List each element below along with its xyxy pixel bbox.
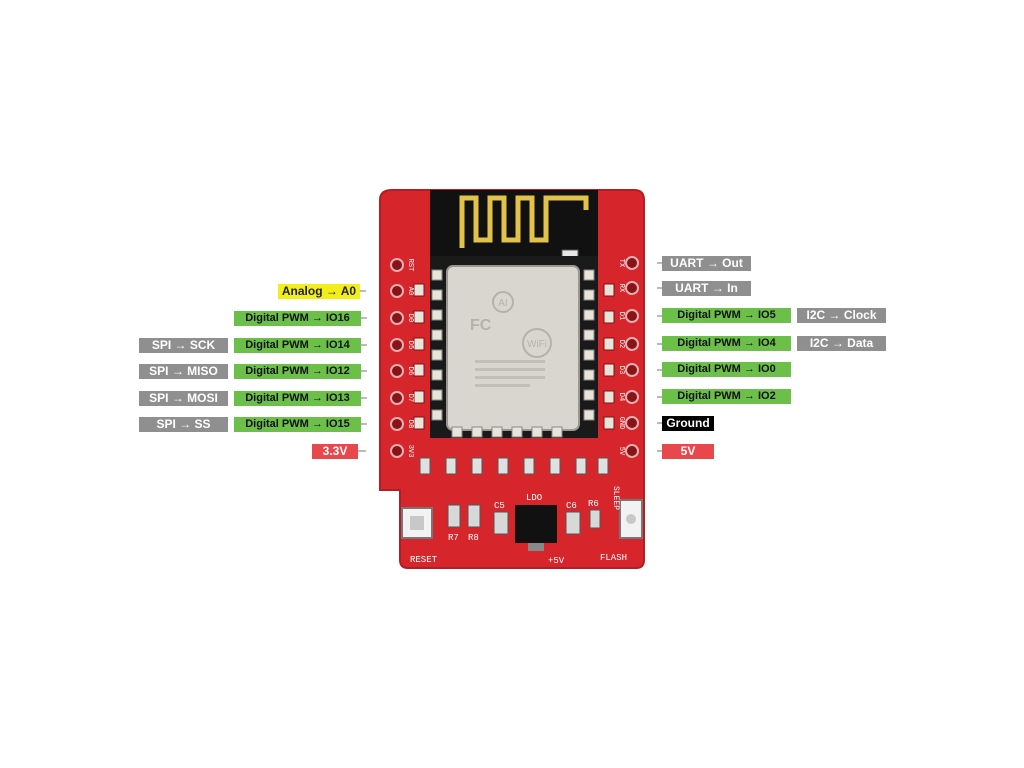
ldo-regulator bbox=[515, 505, 557, 543]
silk-left-pin: 3V3 bbox=[406, 445, 414, 458]
label-spi-ss: SPI → SS bbox=[139, 417, 228, 432]
silk-left-pin: RST bbox=[406, 259, 414, 272]
silk-c6: C6 bbox=[566, 501, 577, 511]
silk-left-pin: D0 bbox=[406, 314, 414, 322]
r8-resistor bbox=[468, 505, 480, 527]
silk-left-pin: D8 bbox=[406, 420, 414, 428]
svg-text:AI: AI bbox=[498, 298, 507, 309]
silk-left-pin: D7 bbox=[406, 394, 414, 402]
silk-reset: RESET bbox=[410, 555, 438, 565]
silk-right-pin: 5V bbox=[617, 447, 625, 456]
label-io4: Digital PWM → IO4 bbox=[662, 336, 791, 351]
silk-left-pin: D5 bbox=[406, 341, 414, 349]
label-spi-miso: SPI → MISO bbox=[139, 364, 228, 379]
label-io16: Digital PWM → IO16 bbox=[234, 311, 361, 326]
silk-plus5v: +5V bbox=[548, 556, 565, 566]
label-i2c-clock: I2C → Clock bbox=[797, 308, 886, 323]
esp-shield bbox=[447, 266, 579, 430]
label-io14: Digital PWM → IO14 bbox=[234, 338, 361, 353]
silk-right-pin: RX bbox=[617, 284, 625, 293]
label-io0: Digital PWM → IO0 bbox=[662, 362, 791, 377]
silk-right-pin: D3 bbox=[617, 366, 625, 374]
silk-right-pin: TX bbox=[617, 259, 625, 268]
silk-right-pin: D4 bbox=[617, 393, 625, 401]
label-uart-in: UART → In bbox=[662, 281, 751, 296]
label-io5: Digital PWM → IO5 bbox=[662, 308, 791, 323]
label-ground: Ground bbox=[662, 416, 714, 431]
label-i2c-data: I2C → Data bbox=[797, 336, 886, 351]
silk-sleep: SLEEP bbox=[611, 486, 620, 510]
label-5v: 5V bbox=[662, 444, 714, 459]
silk-flash: FLASH bbox=[600, 553, 627, 563]
silk-right-pin: D1 bbox=[617, 312, 625, 320]
label-io15: Digital PWM → IO15 bbox=[234, 417, 361, 432]
label-3v3: 3.3V bbox=[312, 444, 358, 459]
silk-left-pin: D6 bbox=[406, 367, 414, 375]
label-io2: Digital PWM → IO2 bbox=[662, 389, 791, 404]
label-io12: Digital PWM → IO12 bbox=[234, 364, 361, 379]
c6-cap bbox=[566, 512, 580, 534]
r6-resistor bbox=[590, 510, 600, 528]
label-analog-a0: Analog → A0 bbox=[278, 284, 360, 299]
label-spi-mosi: SPI → MOSI bbox=[139, 391, 228, 406]
silk-c5: C5 bbox=[494, 501, 505, 511]
silk-right-pin: GND bbox=[617, 417, 625, 430]
c5-cap bbox=[494, 512, 508, 534]
r7-resistor bbox=[448, 505, 460, 527]
fc-logo: FC bbox=[470, 317, 492, 334]
label-io13: Digital PWM → IO13 bbox=[234, 391, 361, 406]
silk-right-pin: D2 bbox=[617, 340, 625, 348]
silk-r7: R7 bbox=[448, 533, 459, 543]
label-uart-out: UART → Out bbox=[662, 256, 751, 271]
silk-r6: R6 bbox=[588, 499, 599, 509]
silk-r8: R8 bbox=[468, 533, 479, 543]
svg-text:WiFi: WiFi bbox=[527, 339, 547, 350]
silk-left-pin: A0 bbox=[406, 287, 414, 295]
silk-ldo: LDO bbox=[526, 493, 542, 503]
label-spi-sck: SPI → SCK bbox=[139, 338, 228, 353]
